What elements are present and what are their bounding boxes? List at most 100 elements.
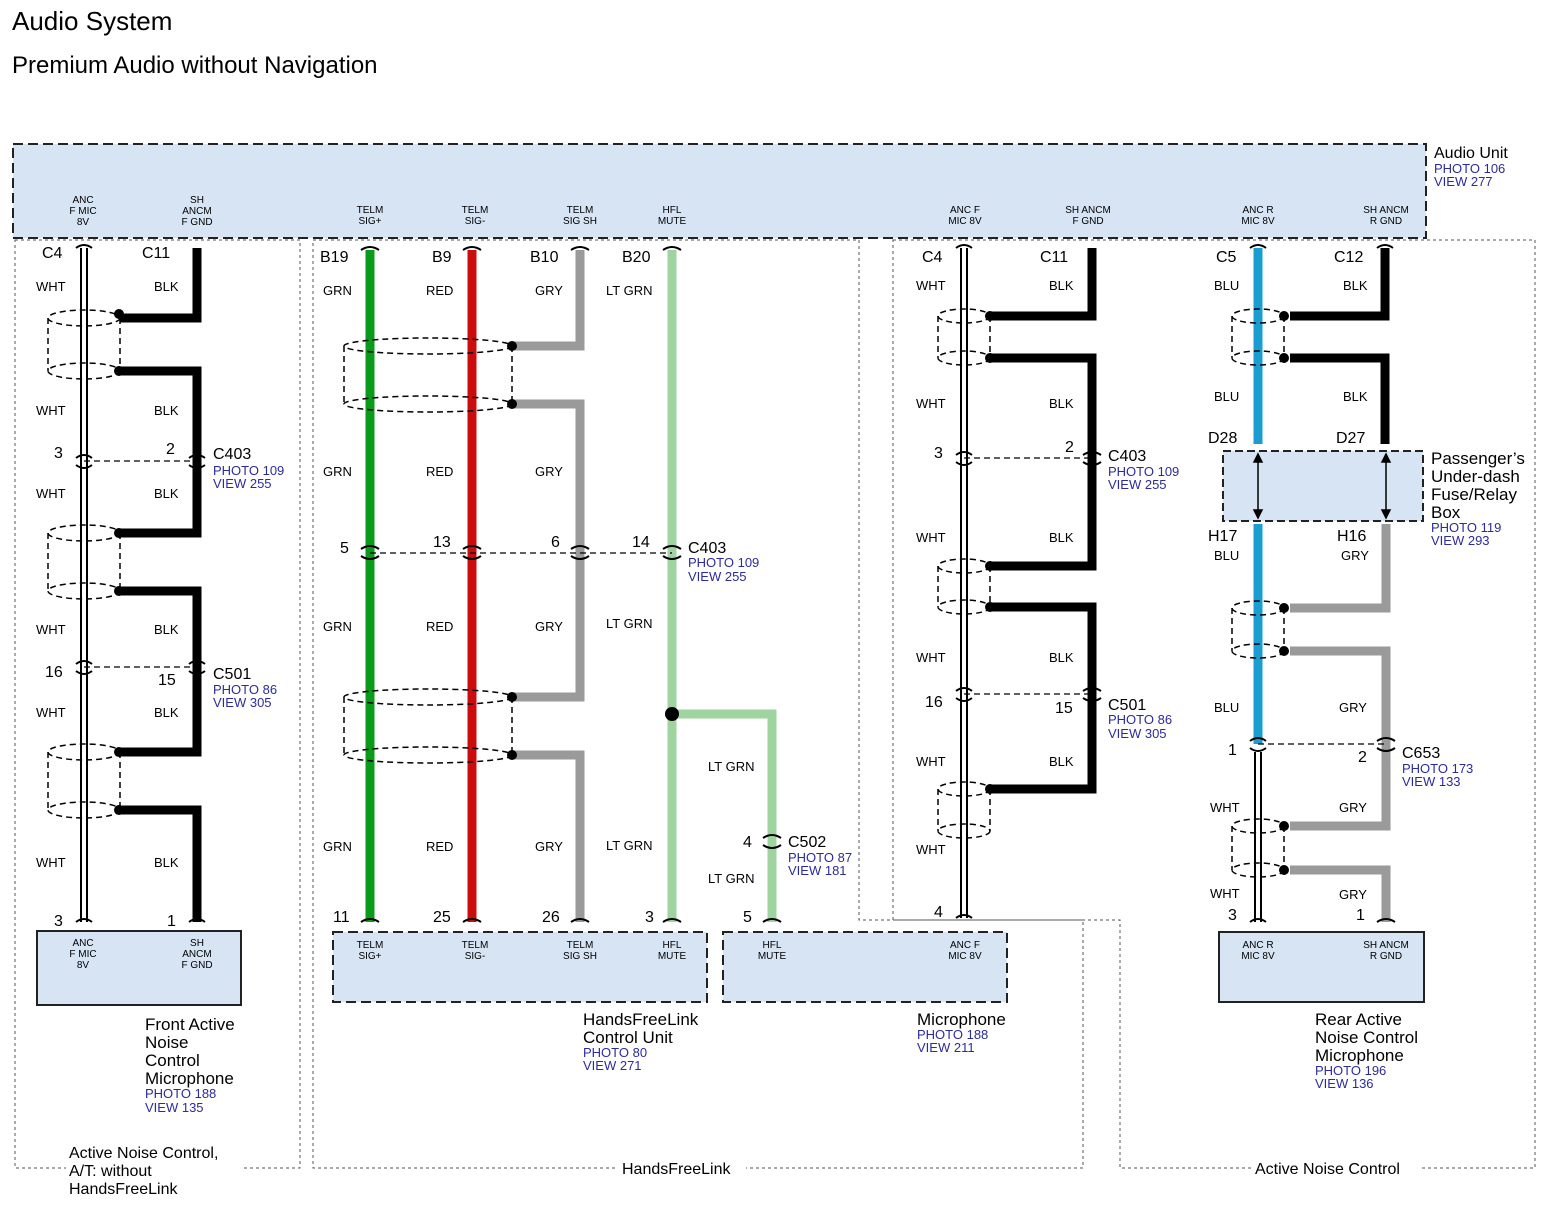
page-title: Audio System <box>12 6 172 36</box>
pin-c11: C11 <box>142 245 170 262</box>
svg-text:HFL: HFL <box>663 940 682 951</box>
svg-text:1: 1 <box>1356 907 1365 924</box>
svg-text:6: 6 <box>551 534 560 551</box>
svg-text:PHOTO 188: PHOTO 188 <box>917 1027 988 1042</box>
svg-text:A/T: without: A/T: without <box>69 1163 152 1180</box>
gry-wire-rear <box>1290 524 1391 922</box>
gry-wire <box>512 250 585 922</box>
term-telm-sigm-1: SIG- <box>465 216 486 227</box>
svg-text:WHT: WHT <box>916 278 946 293</box>
audio-unit-box <box>12 143 1427 239</box>
svg-text:Noise Control: Noise Control <box>1315 1028 1418 1047</box>
svg-text:WHT: WHT <box>36 622 66 637</box>
svg-text:VIEW 135: VIEW 135 <box>145 1100 204 1115</box>
svg-text:GRY: GRY <box>1339 700 1367 715</box>
svg-text:HFL: HFL <box>763 940 782 951</box>
svg-text:RED: RED <box>426 283 453 298</box>
group-anc: Active Noise Control <box>1255 1161 1400 1178</box>
svg-text:3: 3 <box>54 913 63 930</box>
svg-text:ANC: ANC <box>72 938 93 949</box>
svg-text:PHOTO 109: PHOTO 109 <box>688 555 759 570</box>
term-ancr-mic8v-1: MIC 8V <box>1241 216 1275 227</box>
svg-text:WHT: WHT <box>916 754 946 769</box>
svg-text:13: 13 <box>433 534 451 551</box>
svg-text:GRY: GRY <box>535 283 563 298</box>
term-hfl-mute-0: HFL <box>663 205 682 216</box>
svg-text:GRN: GRN <box>323 619 352 634</box>
svg-text:SIG SH: SIG SH <box>563 951 597 962</box>
svg-text:VIEW 271: VIEW 271 <box>583 1058 642 1073</box>
svg-text:SIG-: SIG- <box>465 951 486 962</box>
connector-lines <box>84 457 1386 745</box>
rear-mic-box <box>1218 931 1425 1003</box>
term-ancf-mic8v-0: ANC F <box>950 205 980 216</box>
c403-mic-name: C403 <box>1108 448 1146 465</box>
term-hfl-mute-1: MUTE <box>658 216 687 227</box>
svg-text:16: 16 <box>925 694 943 711</box>
term-telm-sigp-1: SIG+ <box>358 216 381 227</box>
term-sh-ancm-0: SH <box>190 195 204 206</box>
svg-text:MUTE: MUTE <box>758 951 787 962</box>
svg-text:GRY: GRY <box>1339 800 1367 815</box>
svg-text:2: 2 <box>1065 439 1074 456</box>
term-telm-sigsh-0: TELM <box>567 205 594 216</box>
svg-text:WHT: WHT <box>36 279 66 294</box>
svg-text:WHT: WHT <box>36 855 66 870</box>
svg-text:Under-dash: Under-dash <box>1431 467 1520 486</box>
term-telm-sigp-0: TELM <box>357 205 384 216</box>
svg-text:3: 3 <box>934 445 943 462</box>
c403-left-name: C403 <box>213 446 251 463</box>
fuse-arrows <box>1252 452 1392 520</box>
svg-text:VIEW 133: VIEW 133 <box>1402 774 1461 789</box>
term-telm-sigm-0: TELM <box>462 205 489 216</box>
microphone-box <box>722 931 1008 1003</box>
svg-text:4: 4 <box>743 834 752 851</box>
svg-text:BLK: BLK <box>1343 389 1368 404</box>
svg-text:GRY: GRY <box>535 839 563 854</box>
svg-text:BLK: BLK <box>1343 278 1368 293</box>
svg-text:ANCM: ANCM <box>182 949 211 960</box>
fuse-box <box>1222 450 1424 522</box>
svg-text:WHT: WHT <box>916 396 946 411</box>
svg-text:11: 11 <box>333 909 350 926</box>
svg-text:PHOTO 80: PHOTO 80 <box>583 1045 647 1060</box>
blk-wire-mic <box>992 248 1097 794</box>
svg-text:14: 14 <box>632 534 650 551</box>
fuse-box-name-0: Passenger’s <box>1431 449 1525 468</box>
svg-text:GRY: GRY <box>1341 548 1369 563</box>
c502-name: C502 <box>788 834 826 851</box>
svg-text:3: 3 <box>645 909 654 926</box>
pin-d27: D27 <box>1336 430 1365 447</box>
connector-marks <box>75 244 1396 923</box>
svg-text:BLK: BLK <box>1049 278 1074 293</box>
pin-c4: C4 <box>42 245 63 262</box>
svg-text:2: 2 <box>166 441 175 458</box>
svg-text:PHOTO 86: PHOTO 86 <box>213 682 277 697</box>
rear-mic-name-0: Rear Active <box>1315 1010 1402 1029</box>
svg-text:15: 15 <box>158 672 176 689</box>
group-hfl: HandsFreeLink <box>622 1161 732 1178</box>
svg-text:VIEW 181: VIEW 181 <box>788 863 847 878</box>
svg-text:BLK: BLK <box>1049 396 1074 411</box>
page-subtitle: Premium Audio without Navigation <box>12 52 378 79</box>
svg-text:VIEW 136: VIEW 136 <box>1315 1076 1374 1091</box>
svg-text:Noise: Noise <box>145 1033 188 1052</box>
svg-text:LT GRN: LT GRN <box>708 759 754 774</box>
term-ancf-mic8v-1: MIC 8V <box>948 216 982 227</box>
c501-mic-name: C501 <box>1108 697 1146 714</box>
c653-name: C653 <box>1402 745 1440 762</box>
svg-text:HandsFreeLink: HandsFreeLink <box>69 1181 179 1198</box>
microphone-name: Microphone <box>917 1010 1006 1029</box>
svg-text:BLU: BLU <box>1214 278 1239 293</box>
svg-text:BLK: BLK <box>154 279 179 294</box>
svg-text:3: 3 <box>54 445 63 462</box>
svg-text:GRN: GRN <box>323 839 352 854</box>
svg-text:BLK: BLK <box>1049 754 1074 769</box>
pin-d28: D28 <box>1208 430 1237 447</box>
svg-text:Control: Control <box>145 1051 200 1070</box>
pin-h16: H16 <box>1337 528 1366 545</box>
svg-text:R GND: R GND <box>1370 951 1402 962</box>
svg-text:SH: SH <box>190 938 204 949</box>
svg-text:8V: 8V <box>77 960 90 971</box>
